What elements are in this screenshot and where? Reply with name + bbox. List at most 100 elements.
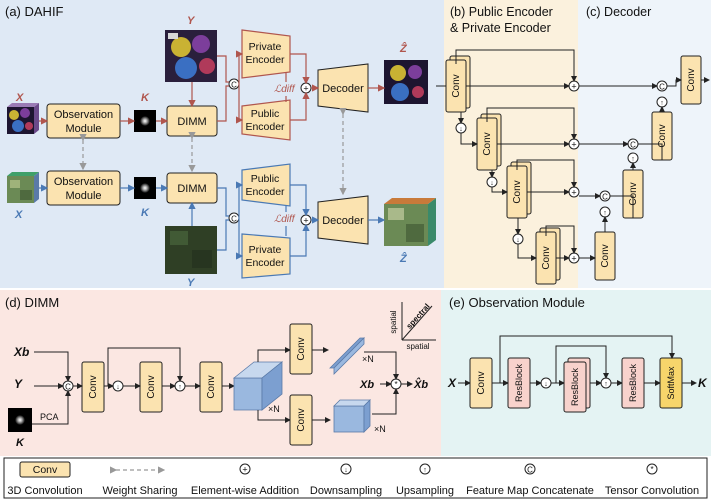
svg-text:C: C [231, 215, 237, 224]
legend-conv-caption: 3D Convolution [7, 485, 82, 497]
svg-text:Conv: Conv [600, 244, 611, 267]
dimm-conv-2[interactable]: Conv [139, 361, 163, 413]
obs-softmax[interactable]: SoftMax [659, 357, 683, 409]
obs-resblock-2[interactable]: ResBlock [563, 357, 591, 413]
svg-text:+: + [571, 140, 576, 150]
decoder-bottom[interactable] [317, 195, 369, 245]
ldiff-label-top: ℒdiff [274, 84, 296, 95]
svg-text:C: C [231, 81, 237, 90]
svg-text:Conv: Conv [628, 182, 639, 205]
decoder-bottom-label: Decoder [322, 215, 364, 227]
dimm-label-xb-mid: Xb [359, 379, 374, 391]
label-z-bottom: Ẑ [399, 252, 408, 265]
obs-label-k: K [698, 376, 708, 390]
svg-text:ResBlock: ResBlock [628, 363, 638, 402]
private-encoder-top-l1: Private [249, 41, 282, 53]
svg-text:C: C [65, 383, 71, 392]
legend-weight-sharing: Weight Sharing [102, 485, 177, 497]
dimm-spectral-kernel [329, 337, 365, 375]
svg-text:C: C [527, 466, 533, 475]
public-encoder-top-l1: Public [251, 108, 280, 120]
encoder-conv-3[interactable]: Conv [506, 161, 532, 219]
dimm-pca-label: PCA [40, 412, 59, 422]
decoder-top[interactable] [317, 63, 369, 113]
output-image-z-bottom [384, 198, 436, 246]
svg-text:↓: ↓ [490, 180, 494, 187]
decoder-conv-4[interactable]: Conv [680, 55, 702, 105]
label-k-bottom: K [141, 207, 150, 219]
svg-text:↑: ↑ [604, 381, 608, 388]
decoder-top-label: Decoder [322, 83, 364, 95]
svg-text:C: C [602, 193, 608, 202]
dimm-times-n-upper: ×N [362, 354, 374, 364]
encoder-conv-2[interactable]: Conv [476, 113, 502, 171]
dimm-conv-lower[interactable]: Conv [289, 394, 313, 446]
dimm-axes-legend [401, 302, 436, 341]
svg-text:+: + [303, 84, 308, 94]
output-image-z-top [384, 60, 428, 104]
legend-up-icon [419, 463, 431, 475]
public-encoder-bottom[interactable] [241, 163, 291, 207]
svg-text:Conv: Conv [296, 337, 307, 360]
legend-frame [3, 457, 708, 499]
legend-down: Downsampling [310, 485, 382, 497]
svg-text:↑: ↑ [423, 467, 427, 474]
label-y-bottom: Y [187, 277, 196, 289]
panel-b-title-line2: & Private Encoder [450, 21, 551, 35]
encoder-conv-1[interactable]: Conv [445, 55, 471, 113]
svg-text:C: C [630, 141, 636, 150]
svg-text:+: + [303, 216, 308, 226]
ldiff-label-bottom: ℒdiff [274, 214, 296, 225]
decoder-conv-1[interactable]: Conv [594, 231, 616, 281]
private-encoder-top-l2: Encoder [245, 54, 285, 66]
svg-text:Conv: Conv [476, 371, 487, 394]
svg-text:Conv: Conv [146, 375, 157, 398]
svg-text:*: * [394, 380, 397, 389]
public-encoder-bottom-l1: Public [251, 173, 280, 185]
label-x-top: X [15, 92, 24, 104]
label-k-top: K [141, 92, 150, 104]
panel-c-title: (c) Decoder [586, 5, 651, 19]
legend-concat-icon [524, 463, 536, 475]
legend-concat: Feature Map Concatenate [466, 485, 594, 497]
dimm-block-top-label: DIMM [177, 116, 206, 128]
dimm-label-xb-hat: X̂b [413, 378, 428, 391]
public-encoder-top[interactable] [241, 99, 291, 141]
svg-text:Conv: Conv [541, 246, 552, 269]
svg-text:Conv: Conv [482, 132, 493, 155]
dimm-conv-1[interactable]: Conv [81, 361, 105, 413]
svg-text:↓: ↓ [459, 126, 463, 133]
obs-resblock-1[interactable]: ResBlock [507, 357, 531, 409]
dimm-label-k: K [16, 437, 25, 449]
svg-text:↓: ↓ [116, 384, 120, 391]
obs-resblock-3[interactable]: ResBlock [621, 357, 645, 409]
public-encoder-top-l2: Encoder [245, 121, 285, 133]
encoder-conv-4[interactable]: Conv [535, 227, 561, 285]
legend-down-icon [340, 463, 352, 475]
svg-text:Conv: Conv [451, 74, 462, 97]
svg-text:Conv: Conv [88, 375, 99, 398]
private-encoder-bottom-l2: Encoder [245, 257, 285, 269]
observation-module-bottom-l2: Module [65, 190, 101, 202]
dimm-times-n-center: ×N [268, 404, 280, 414]
svg-text:+: + [571, 188, 576, 198]
observation-module-bottom-l1: Observation [54, 176, 113, 188]
svg-text:*: * [650, 465, 653, 474]
legend-conv-label: Conv [33, 464, 58, 476]
dimm-conv-3[interactable]: Conv [199, 361, 223, 413]
dimm-label-y: Y [14, 377, 23, 391]
svg-text:SoftMax: SoftMax [666, 366, 676, 400]
obs-conv[interactable]: Conv [469, 357, 493, 409]
svg-text:Conv: Conv [296, 408, 307, 431]
private-encoder-bottom[interactable] [241, 233, 291, 279]
panel-a-title: (a) DAHIF [5, 4, 64, 19]
dimm-times-n-lower: ×N [374, 424, 386, 434]
private-encoder-top[interactable] [241, 29, 291, 79]
guide-image-y-bottom [165, 226, 217, 274]
svg-text:↓: ↓ [516, 237, 520, 244]
legend-up: Upsampling [396, 485, 454, 497]
panel-d-title: (d) DIMM [5, 295, 59, 310]
dimm-label-xb: Xb [13, 345, 29, 359]
dimm-conv-upper[interactable]: Conv [289, 323, 313, 375]
